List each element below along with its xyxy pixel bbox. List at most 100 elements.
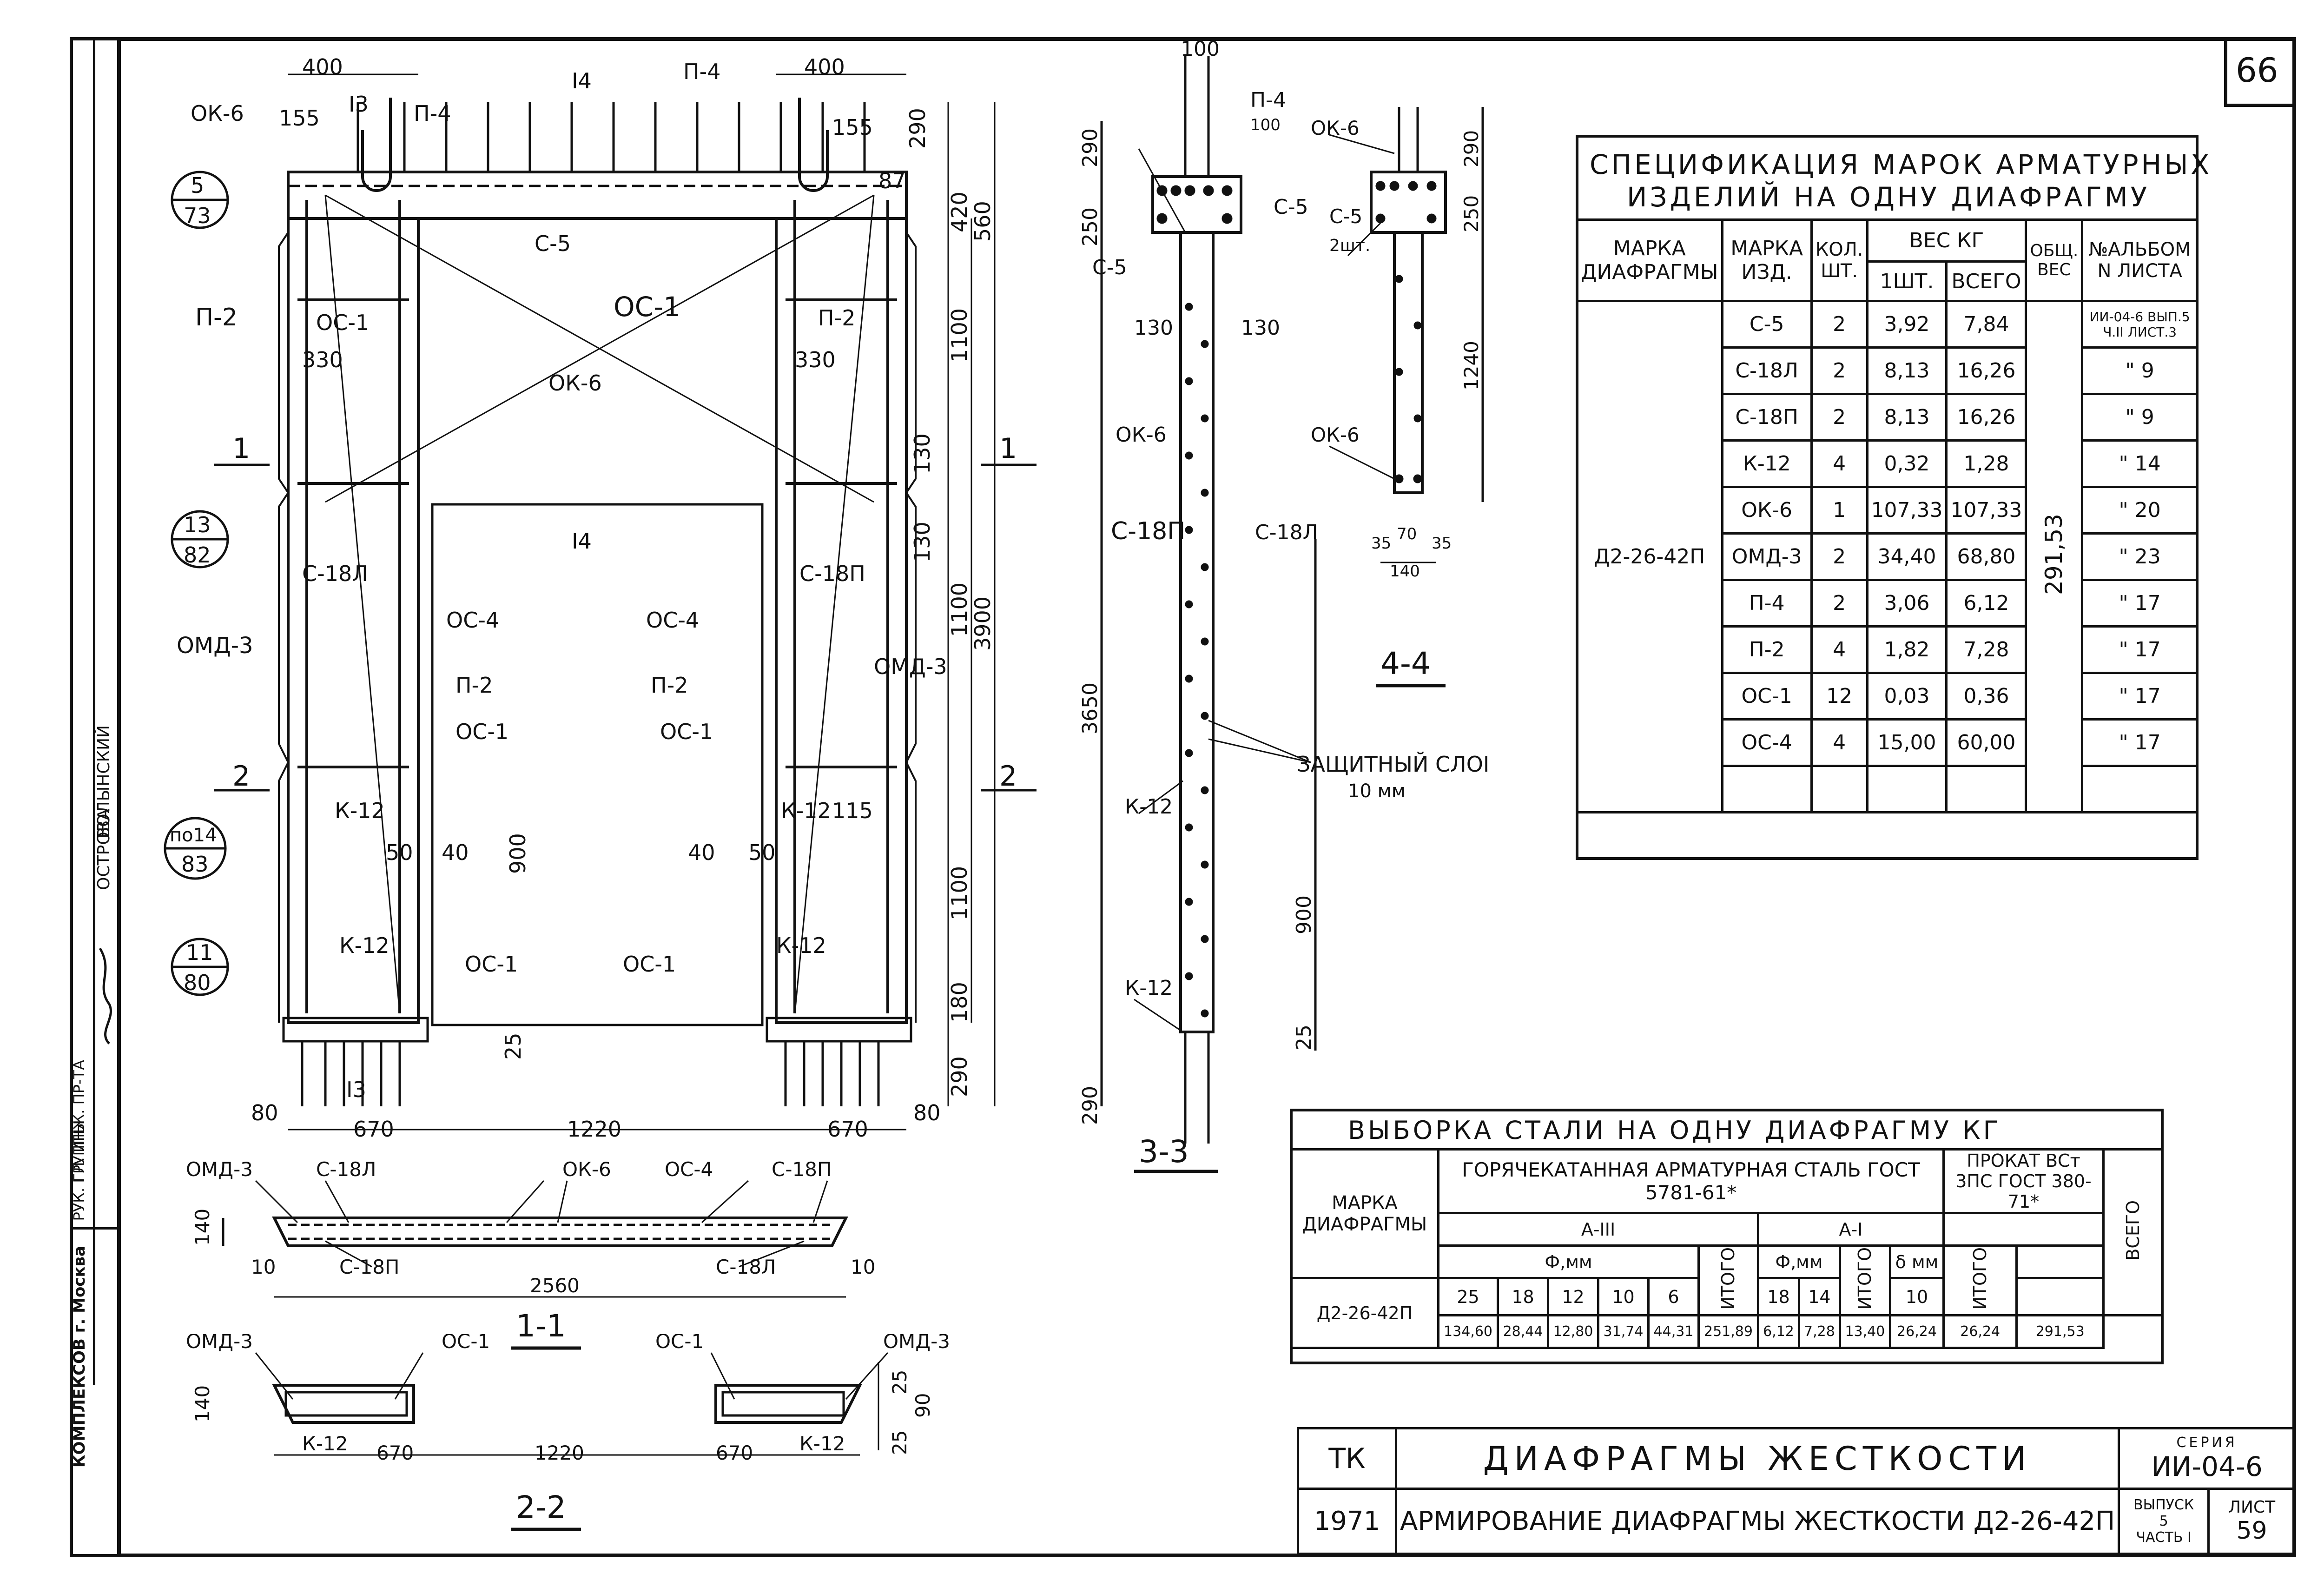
svg-text:115: 115	[832, 798, 873, 823]
svg-text:1240: 1240	[1460, 341, 1483, 390]
svg-text:1220: 1220	[535, 1442, 584, 1464]
svg-text:ОС-1: ОС-1	[465, 952, 518, 977]
spec-album: ИИ-04-6 ВЫП.5 Ч.II ЛИСТ.3	[2081, 300, 2199, 349]
tb-part: ЧАСТЬ I	[2136, 1529, 2192, 1546]
svg-text:1: 1	[232, 432, 250, 465]
spec-qty: 2	[1810, 579, 1868, 628]
svg-text:С-5: С-5	[1274, 195, 1308, 219]
steel-h-diam1: Ф,мм	[1757, 1244, 1841, 1279]
steel-h-itogo1: ИТОГО	[1855, 1247, 1875, 1310]
spec-h-w1: 1ШТ.	[1866, 260, 1948, 302]
label-ok6-diag: ОК-6	[548, 370, 602, 396]
spec-wt: 60,00	[1945, 718, 2027, 767]
tb-sheet-label: ЛИСТ	[2228, 1498, 2276, 1517]
spec-wt: 7,84	[1945, 300, 2027, 349]
spec-album: " 17	[2081, 625, 2199, 674]
spec-h-total: ОБЩ. ВЕС	[2025, 218, 2084, 302]
spec-empty	[1721, 765, 1813, 813]
spec-wt: 6,12	[1945, 579, 2027, 628]
svg-text:С-18П: С-18П	[339, 1256, 400, 1278]
spec-h-qty: КОЛ. ШТ.	[1810, 218, 1868, 302]
spec-album: " 14	[2081, 439, 2199, 488]
inner-frame	[117, 37, 2296, 1557]
spec-album: " 9	[2081, 346, 2199, 395]
svg-text:420: 420	[947, 192, 972, 232]
protective-layer-label: ЗАЩИТНЫЙ СЛОЙ	[1297, 752, 1487, 777]
tb-issue-label: ВЫПУСК	[2133, 1497, 2194, 1513]
svg-text:2: 2	[232, 760, 250, 793]
svg-text:С-5: С-5	[1092, 256, 1127, 279]
svg-text:ОМД-3: ОМД-3	[186, 1334, 253, 1353]
steel-diam: 25	[1437, 1277, 1499, 1316]
svg-text:100: 100	[1250, 116, 1281, 134]
svg-text:180: 180	[947, 982, 972, 1023]
spec-w1: 1,82	[1866, 625, 1948, 674]
svg-text:С-18Л: С-18Л	[716, 1256, 776, 1278]
svg-text:80: 80	[251, 1100, 278, 1125]
steel-val: 134,60	[1437, 1314, 1499, 1349]
svg-text:130: 130	[910, 433, 935, 474]
mark-I4-top: I4	[572, 68, 592, 93]
svg-text:С-18Л: С-18Л	[302, 561, 368, 586]
svg-text:25: 25	[888, 1430, 911, 1455]
spec-table: МАРКА ДИАФРАГМЫ МАРКА ИЗД. КОЛ. ШТ. ВЕС …	[1576, 218, 2199, 813]
label-oc1-mid: ОС-1	[614, 291, 680, 323]
steel-diam: 18	[1497, 1277, 1550, 1316]
spec-wt: 7,28	[1945, 625, 2027, 674]
label-p4-right: П-4	[683, 59, 720, 84]
svg-text:90: 90	[911, 1393, 934, 1418]
svg-text:80: 80	[913, 1100, 941, 1125]
spec-total: 291,53	[2040, 513, 2068, 595]
top-bar-stubs	[357, 102, 866, 172]
svg-text:С-18П: С-18П	[799, 561, 865, 586]
spec-qty: 1	[1810, 486, 1868, 535]
svg-text:ОС-1: ОС-1	[655, 1334, 704, 1353]
spec-w1: 3,06	[1866, 579, 1948, 628]
svg-text:С-18Л: С-18Л	[316, 1158, 376, 1181]
svg-text:К-12: К-12	[781, 798, 831, 823]
svg-text:290: 290	[1460, 130, 1483, 167]
svg-text:40: 40	[442, 840, 469, 865]
svg-text:670: 670	[716, 1442, 753, 1464]
steel-total: 291,53	[2015, 1314, 2105, 1349]
svg-text:900: 900	[1292, 895, 1316, 934]
steel-val: 6,12	[1757, 1314, 1800, 1349]
steel-h-diam3: Ф,мм	[1437, 1244, 1700, 1279]
svg-text:ОК-6: ОК-6	[562, 1158, 611, 1181]
svg-text:ОС-1: ОС-1	[623, 952, 676, 977]
spec-h-item: МАРКА ИЗД.	[1721, 218, 1813, 302]
svg-text:670: 670	[353, 1117, 394, 1142]
svg-text:К-12: К-12	[799, 1432, 845, 1455]
svg-text:330: 330	[795, 347, 836, 372]
tb-sheet: 59	[2236, 1517, 2267, 1545]
spec-album: " 17	[2081, 579, 2199, 628]
section-1-1-title: 1-1	[516, 1308, 566, 1344]
svg-text:по14: по14	[170, 825, 217, 846]
steel-itogo: 26,24	[1942, 1314, 2018, 1349]
svg-text:2: 2	[999, 760, 1017, 793]
svg-text:3900: 3900	[970, 596, 995, 651]
spec-w1: 8,13	[1866, 346, 1948, 395]
section-2-2-drawing: ОМД-3 ОС-1 ОС-1 ОМД-3 140 К-12 670 1220 …	[186, 1334, 950, 1531]
svg-text:35: 35	[1432, 534, 1452, 553]
svg-text:11: 11	[186, 940, 213, 965]
svg-text:2560: 2560	[530, 1274, 580, 1297]
svg-text:5: 5	[191, 173, 204, 198]
svg-text:250: 250	[1460, 195, 1483, 232]
spec-qty: 2	[1810, 393, 1868, 442]
spec-album: " 23	[2081, 532, 2199, 581]
steel-diaphragm: Д2-26-42П	[1290, 1277, 1439, 1349]
steel-val: 26,24	[1888, 1314, 1945, 1349]
steel-val: 7,28	[1797, 1314, 1841, 1349]
svg-text:К-12: К-12	[1125, 976, 1173, 1000]
spec-w1: 34,40	[1866, 532, 1948, 581]
svg-text:80: 80	[184, 970, 211, 995]
svg-text:155: 155	[832, 115, 873, 140]
spec-w1: 0,32	[1866, 439, 1948, 488]
steel-h-total: ВСЕГО	[2123, 1200, 2143, 1261]
svg-text:25: 25	[888, 1370, 911, 1395]
svg-text:ОМД-3: ОМД-3	[883, 1334, 950, 1353]
spec-item: П-4	[1721, 579, 1813, 628]
svg-text:К-12: К-12	[1125, 795, 1173, 819]
